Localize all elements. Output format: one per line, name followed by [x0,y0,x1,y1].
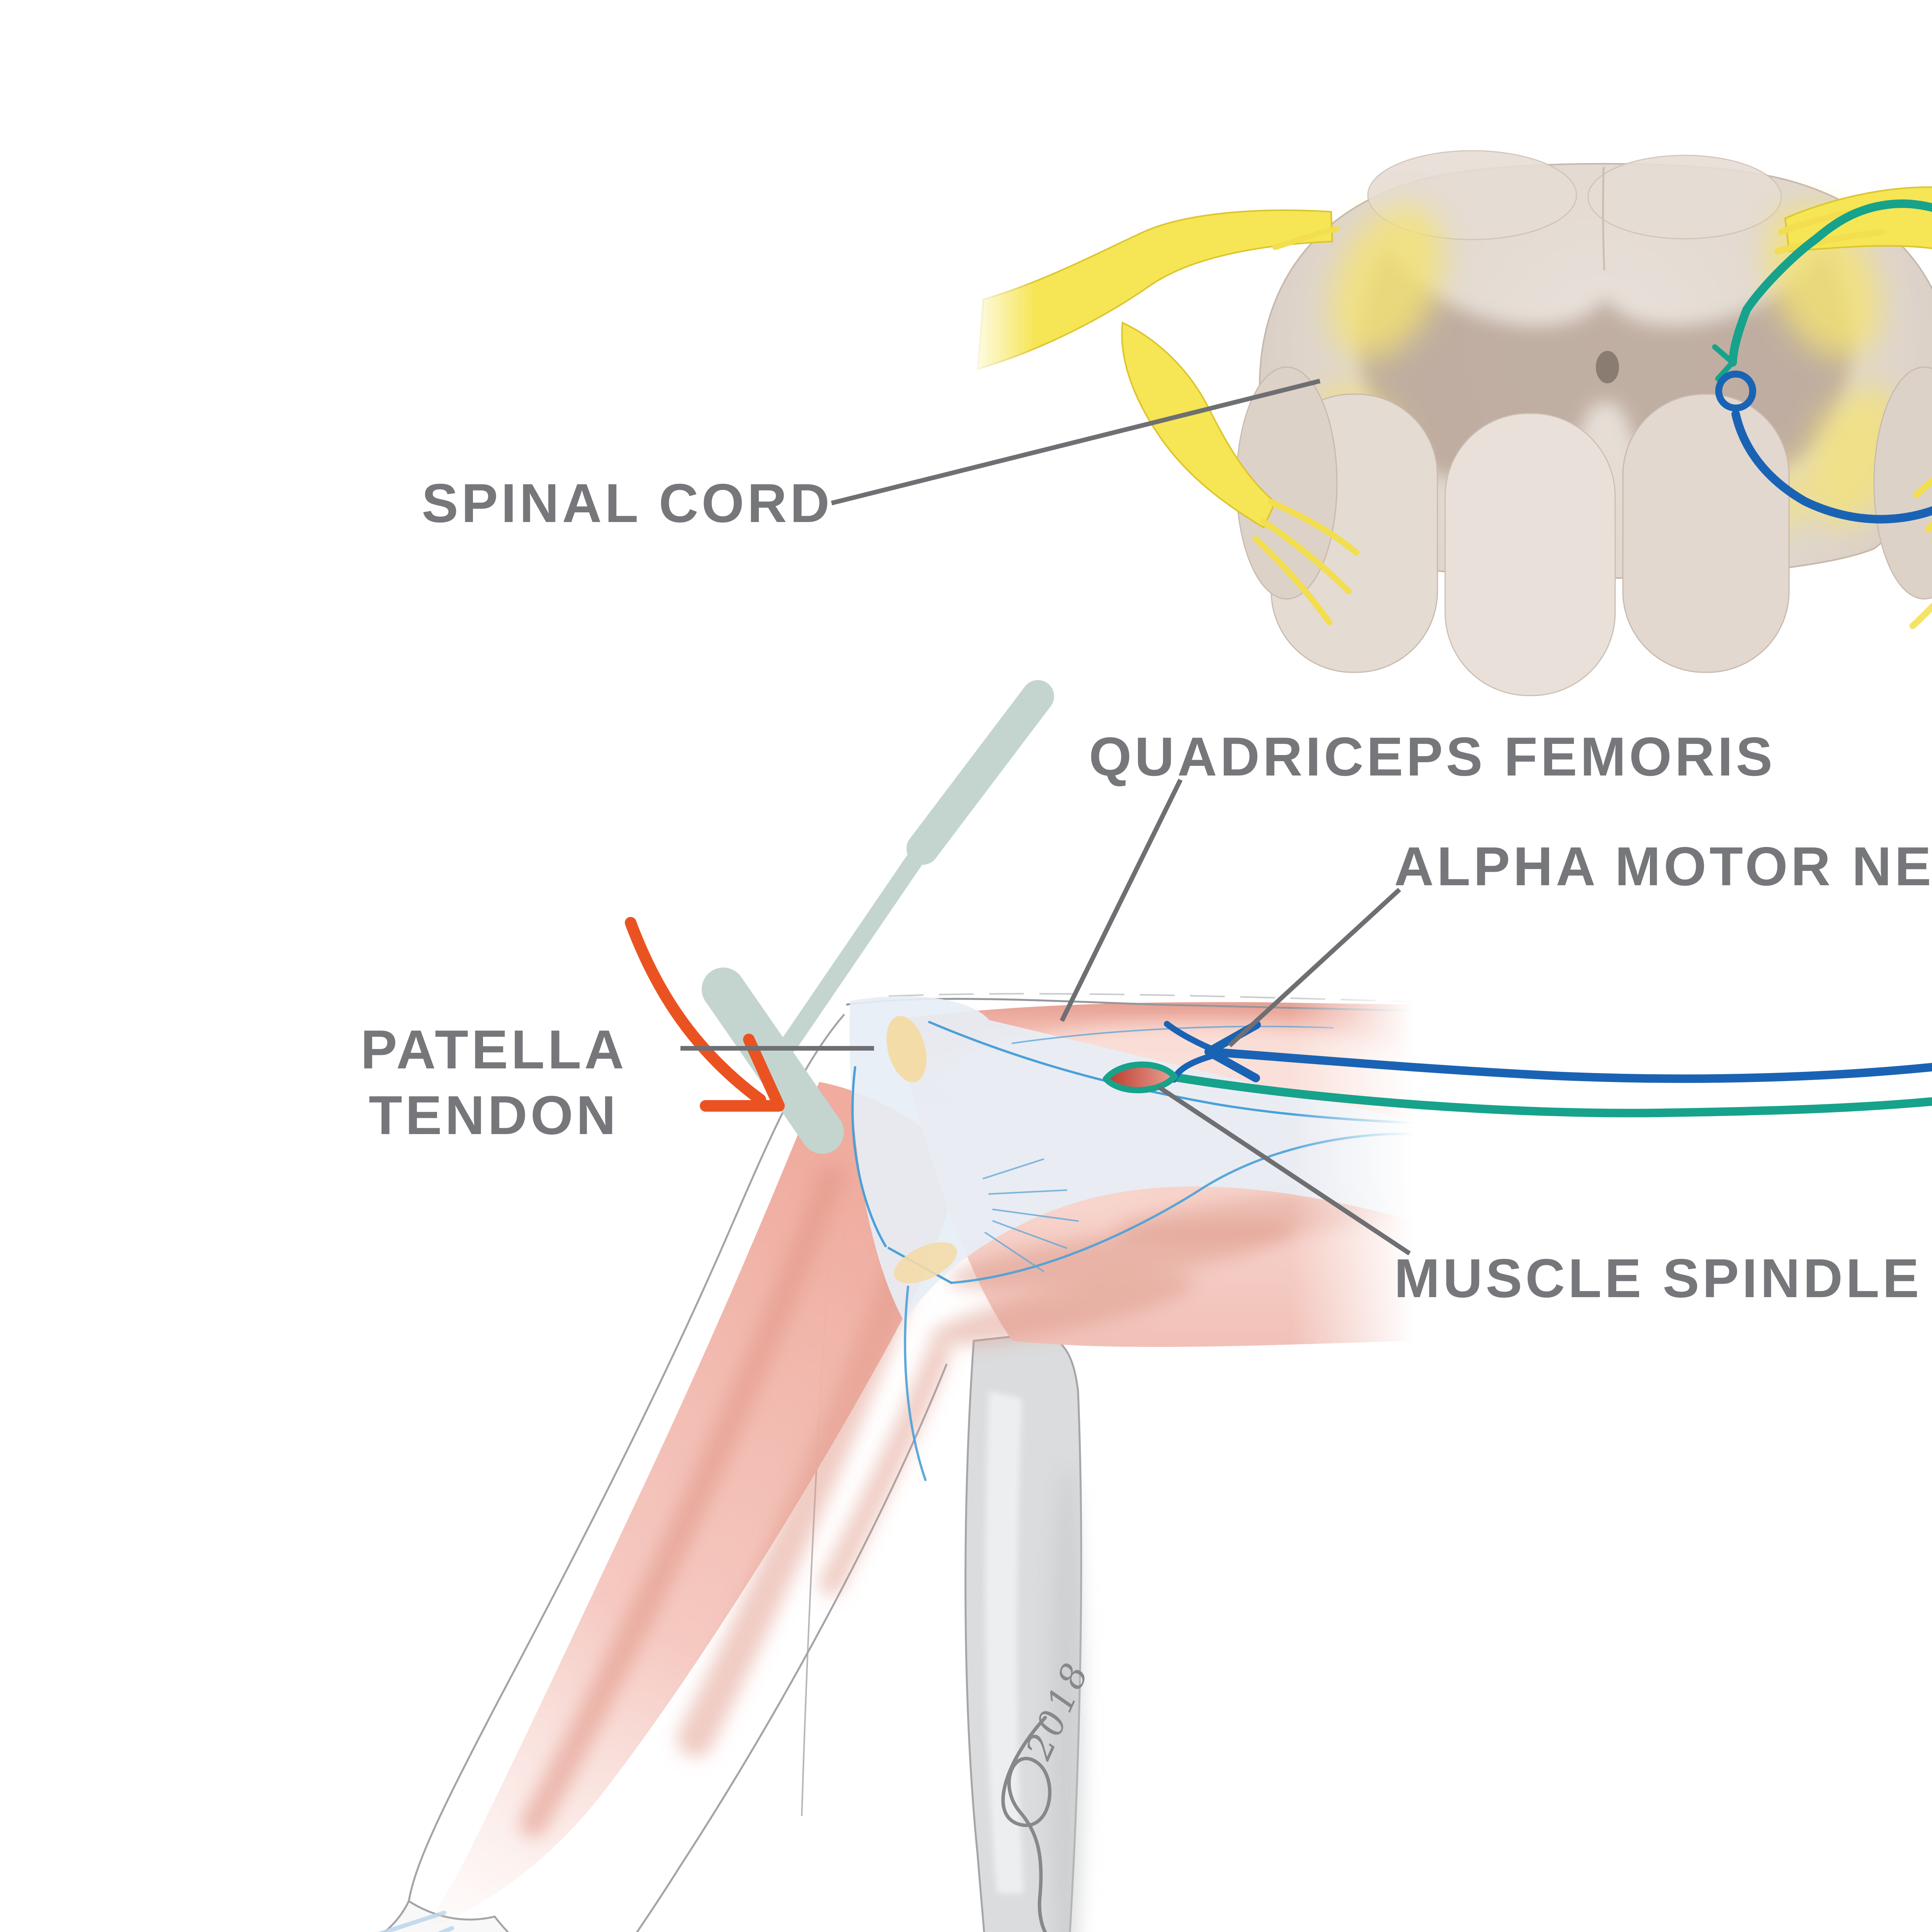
spinal-cord-illustration [966,150,1932,696]
reflex-hammer [702,680,1054,1154]
central-canal [1596,351,1619,383]
left-spinal-nerve [966,209,1359,625]
kicked-foot [383,1900,509,1932]
label-spinal-cord: SPINAL CORD [422,473,833,534]
patella-bone-spots [886,1016,957,1284]
muscle-spindle-shape [1103,1061,1178,1094]
label-patella-line2: TENDON [369,1085,619,1146]
muscle-dark-streaks [930,1192,1422,1345]
leg-illustration [378,993,1430,1932]
sensory-neuron-path [1171,199,1932,1117]
label-patella-line1: PATELLA [361,1019,627,1080]
patellar-fiber-fan [983,1158,1079,1272]
reflex-neuron-circuit [1103,199,1932,1117]
thigh-top-outline-sketch [888,993,1415,1002]
calf-muscle-strands [520,1165,951,1837]
kicked-foot-tendon-streaks [378,1910,454,1932]
leader-lines [680,379,1411,1255]
strike-arrow [625,917,785,1112]
hammer-shaft [780,838,932,1053]
quadriceps-leader [1060,779,1183,1022]
muscle-spindle-leader [1158,1085,1411,1255]
kicked-leg-back-edge [636,1364,948,1932]
left-rootlets [1253,226,1359,625]
kicked-leg-front-edge [408,1014,845,1901]
knee-tendon-overlay [849,996,1414,1321]
sensory-ending-fork [1712,344,1735,381]
patella-spot [886,1016,927,1082]
tibial-tuberosity-spot [894,1242,957,1284]
spinal-cord-leader [831,379,1321,505]
alpha-motor-neuron-leader [1228,888,1401,1048]
hammer-grip [906,680,1054,865]
label-patella-tendon: PATELLA TENDON [359,1017,629,1148]
label-muscle-spindle: MUSCLE SPINDLE [1394,1248,1922,1309]
left-ventral-root [1121,321,1276,529]
motion-arrows [625,917,785,1112]
foot-shading [1049,1468,1084,1932]
synapse-circle [1715,371,1756,412]
signature-scribble [1001,1716,1052,1932]
label-alpha-motor-neuron: ALPHA MOTOR NEURON [1394,836,1932,897]
motor-neuron-path [1216,410,1932,1083]
hammer-head [702,968,844,1154]
label-quadriceps-femoris: QUADRICEPS FEMORIS [1089,726,1776,787]
